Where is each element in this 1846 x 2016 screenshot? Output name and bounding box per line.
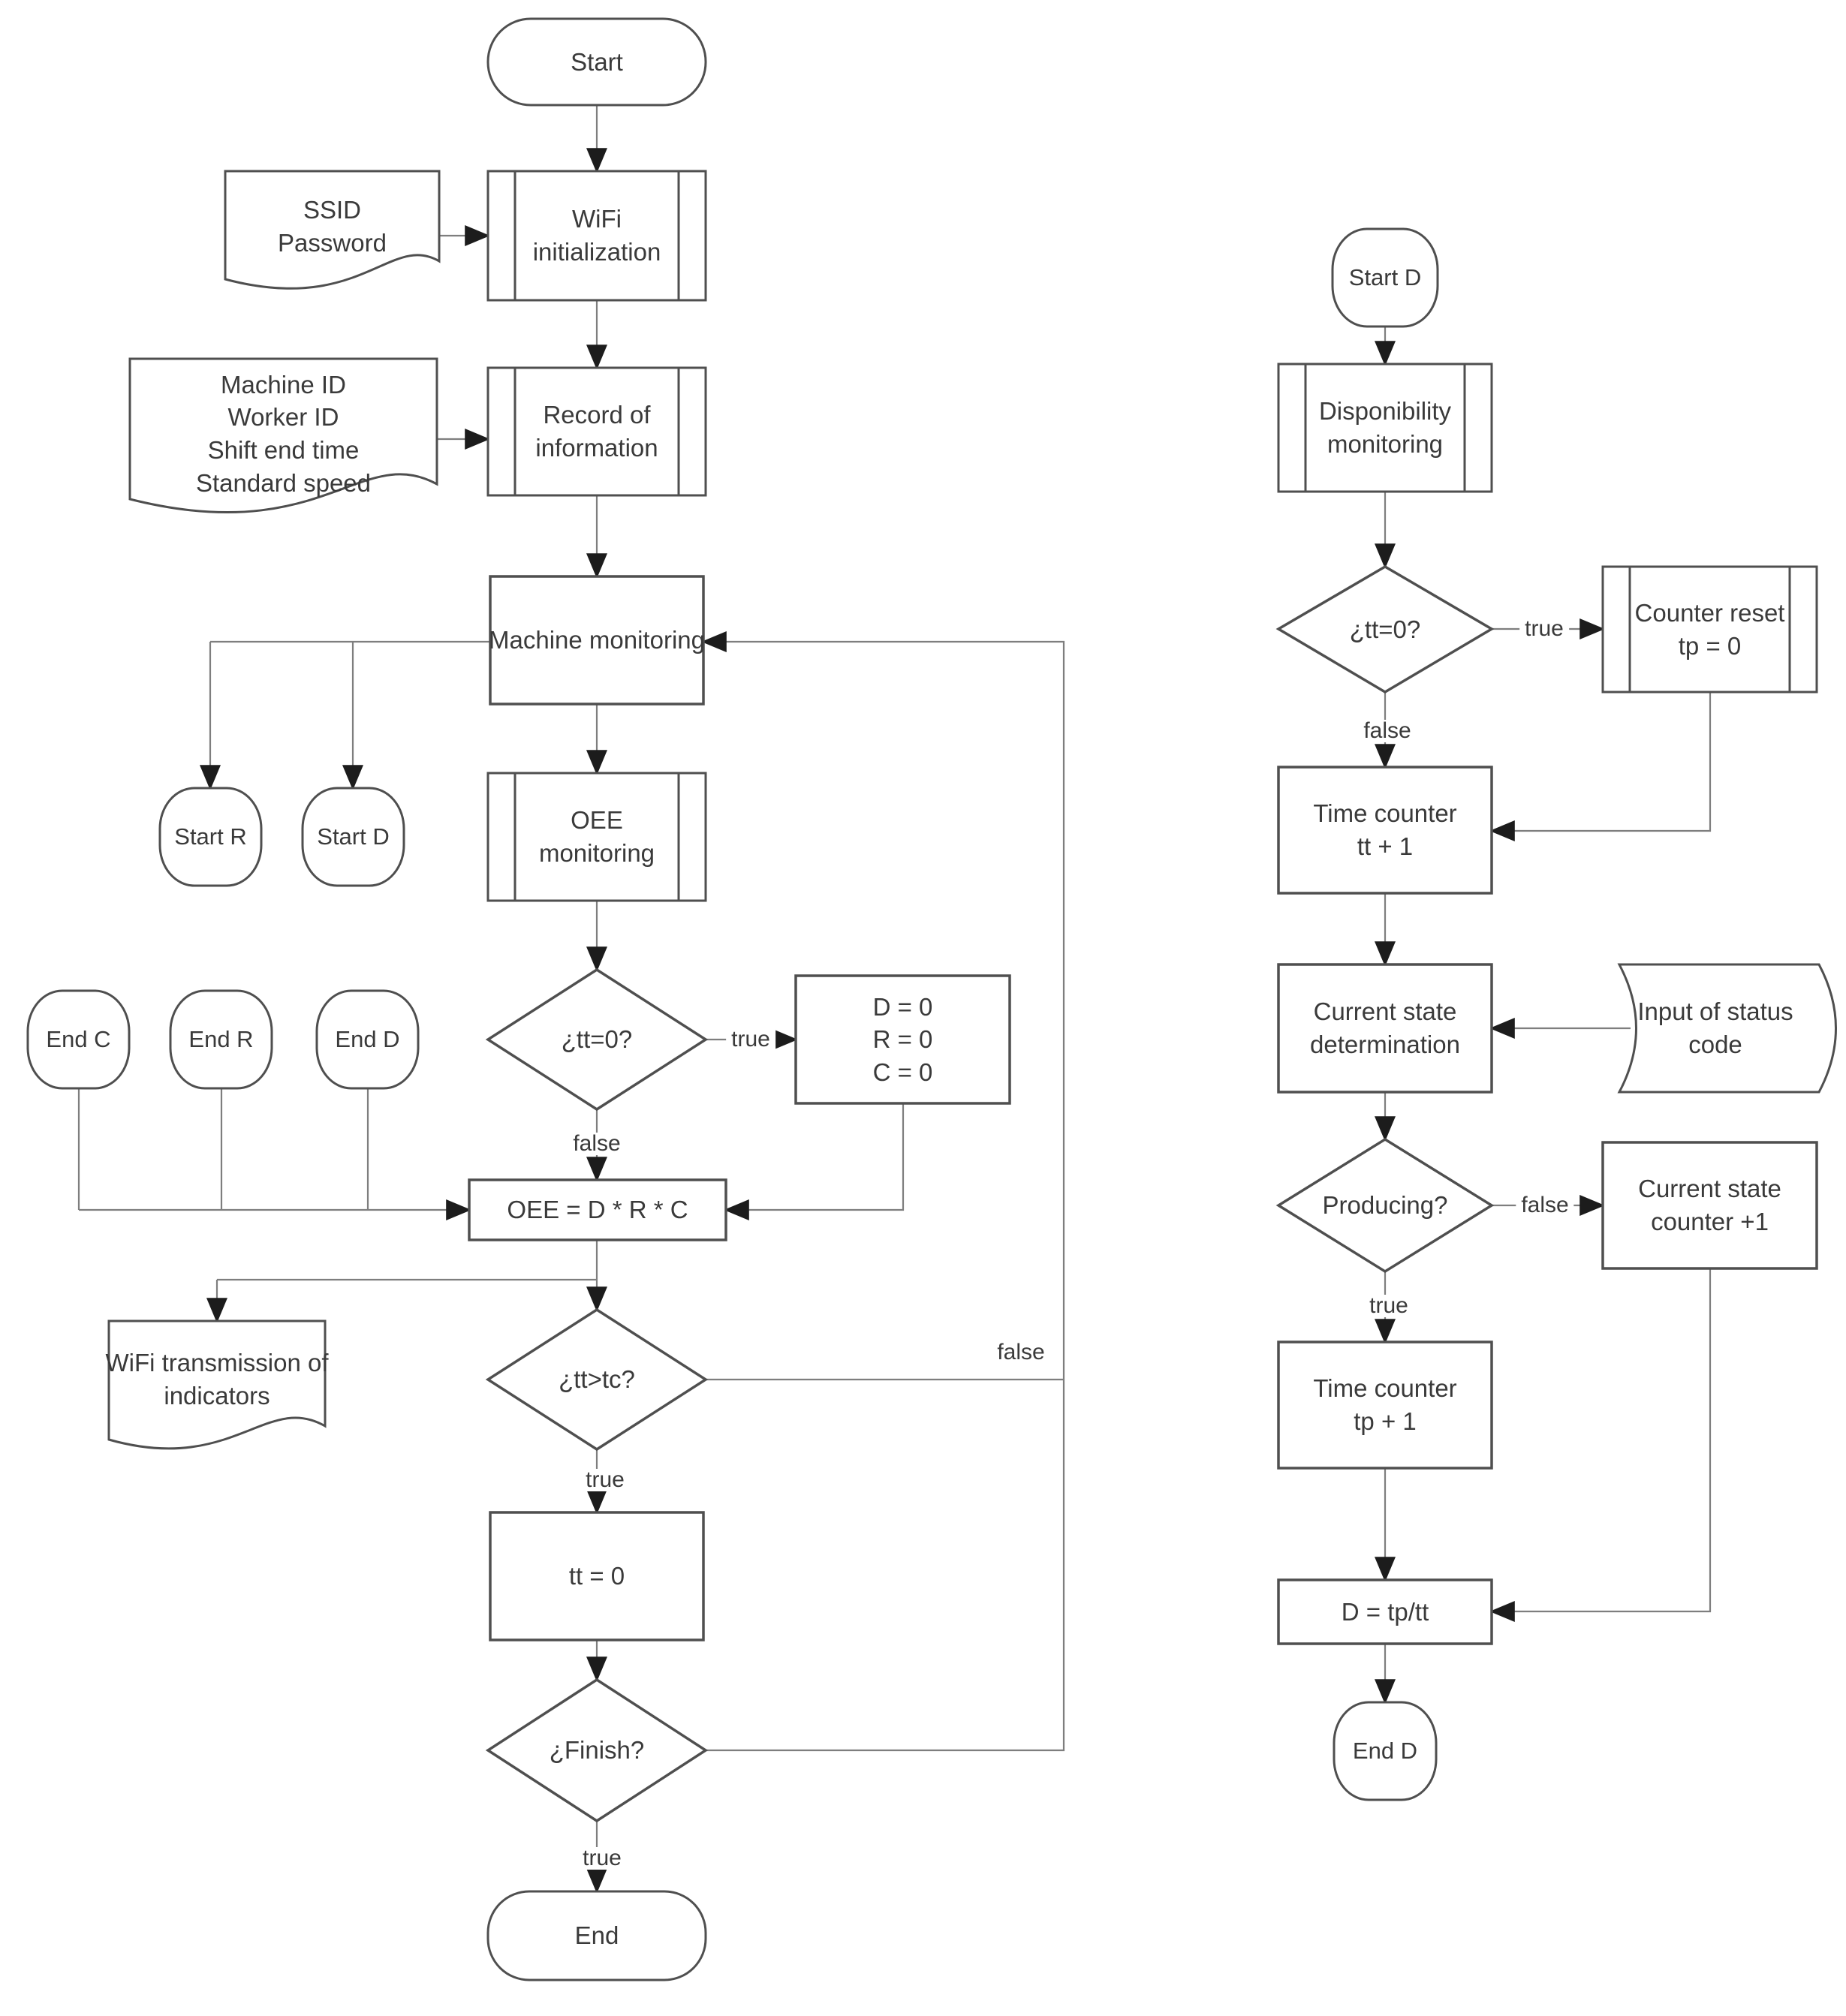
connector-reset-indicators-to-oee-formula (724, 1103, 905, 1220)
right-chart-shapes (1275, 227, 1837, 1801)
start-terminator-shape (486, 17, 707, 107)
wifi-transmission-document-shape (107, 1319, 327, 1450)
wifi-init-shape (486, 170, 707, 302)
d-formula-shape (1277, 1578, 1493, 1645)
finish-decision-shape (485, 1677, 709, 1823)
machine-info-document-shape (128, 357, 438, 514)
r-end-d-terminator-shape (1333, 1701, 1438, 1801)
oee-monitoring-shape (486, 772, 707, 902)
oee-formula-shape (468, 1178, 727, 1241)
end-c-terminator-shape (26, 989, 131, 1090)
left-chart-connectors (77, 105, 1065, 1894)
current-state-determination-shape (1277, 963, 1493, 1094)
r-start-d-terminator-shape (1331, 227, 1439, 328)
r-tt-zero-decision-shape (1275, 564, 1495, 694)
connector-finish-false-loop (701, 631, 1065, 1752)
ssid-document-shape (224, 170, 441, 290)
tt-reset-shape (489, 1511, 705, 1641)
connector-state-counter-to-d-formula (1489, 1268, 1712, 1622)
producing-decision-shape (1275, 1137, 1495, 1274)
start-d-terminator-shape (301, 787, 405, 887)
end-d-terminator-shape (315, 989, 420, 1090)
record-info-shape (486, 366, 707, 497)
connector-counter-reset-to-time-counter (1489, 692, 1712, 841)
disponibility-shape (1277, 363, 1493, 493)
input-status-code-shape (1617, 963, 1837, 1094)
counter-reset-shape (1601, 565, 1818, 694)
machine-monitoring-shape (489, 575, 705, 706)
tt-gt-tc-decision-shape (485, 1307, 709, 1452)
tt-zero-decision-shape (485, 967, 709, 1112)
time-counter-tp-shape (1277, 1340, 1493, 1470)
time-counter-tt-shape (1277, 766, 1493, 895)
end-r-terminator-shape (169, 989, 273, 1090)
current-state-counter-shape (1601, 1141, 1818, 1270)
start-r-terminator-shape (158, 787, 263, 887)
end-terminator-shape (486, 1890, 707, 1981)
left-chart-shapes (26, 17, 1011, 1981)
reset-indicators-shape (794, 974, 1011, 1105)
